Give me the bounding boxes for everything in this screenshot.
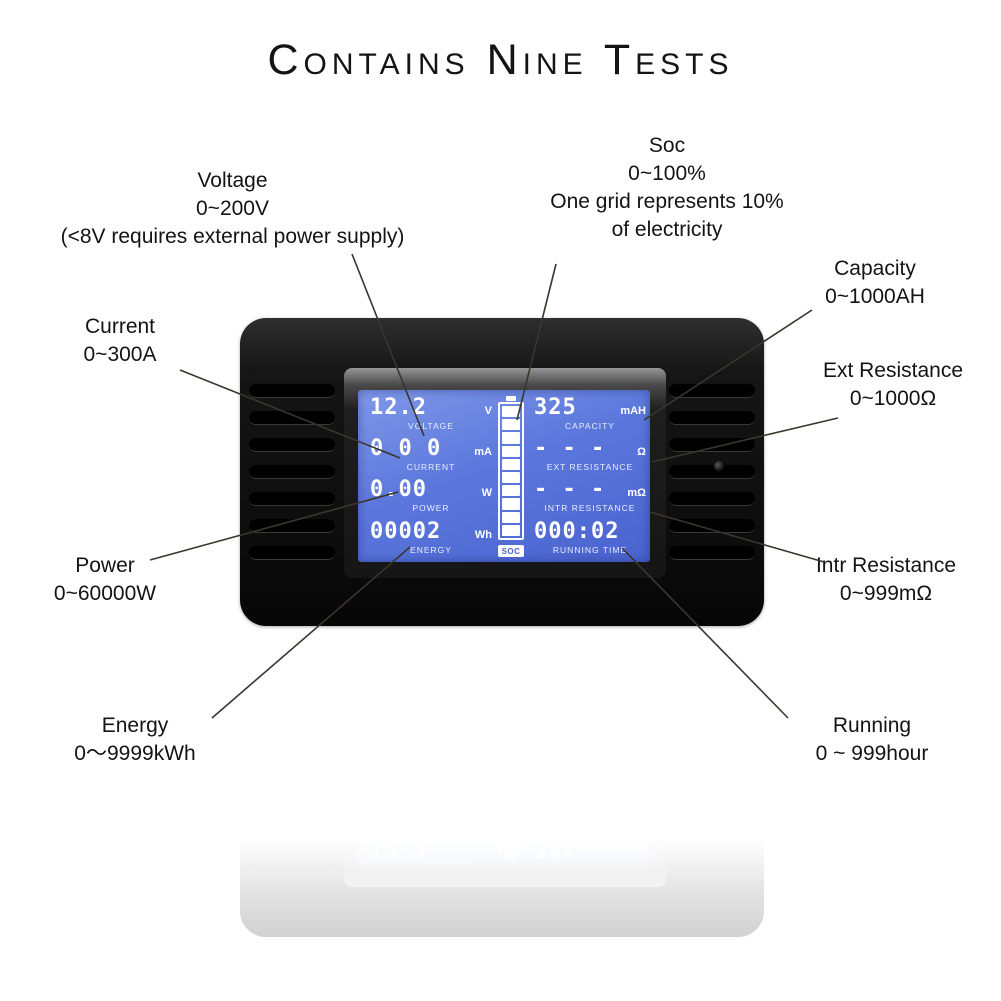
callout-intr-resistance-range: 0~999mΩ — [839, 581, 933, 605]
lcd-voltage-row: 12.2 V VOLTAGE — [370, 395, 492, 431]
lcd-current-value: 0 0 0 — [370, 436, 442, 461]
lcd-power-row: 0.00 W POWER — [370, 477, 492, 513]
callout-energy-name: Energy — [101, 714, 169, 737]
lcd-current-label: CURRENT — [406, 462, 456, 472]
vent-slat — [669, 546, 755, 560]
lcd-capacity-value: 325 — [534, 395, 577, 420]
callout-voltage-range: 0~200V — [196, 196, 269, 220]
battery-monitor-device: 12.2 V VOLTAGE 0 0 0 mA CURRENT 0.00 W — [240, 318, 764, 626]
callout-current-name: Current — [84, 315, 156, 338]
callout-capacity-name: Capacity — [834, 257, 916, 280]
lcd-voltage-unit: V — [484, 405, 492, 417]
lcd-ext-resistance-value: - - - — [534, 436, 606, 461]
callout-ext-resistance: Ext Resistance 0~1000Ω — [786, 357, 1000, 413]
lcd-capacity-label: CAPACITY — [565, 421, 615, 431]
vent-slat — [669, 465, 755, 479]
battery-segment — [502, 406, 520, 418]
lcd-voltage-label: VOLTAGE — [408, 421, 454, 431]
lcd-running-time-label: RUNNING TIME — [552, 545, 628, 555]
lcd-power-unit: W — [481, 487, 492, 499]
right-vent-grille — [669, 384, 755, 560]
callout-power: Power 0~60000W — [20, 552, 190, 608]
callout-capacity-range: 0~1000AH — [825, 284, 925, 308]
callout-soc-name: Soc — [648, 134, 686, 157]
lcd-capacity-row: 325 mAH CAPACITY — [534, 395, 646, 431]
callout-voltage-note: (<8V requires external power supply) — [60, 224, 405, 248]
battery-segment — [502, 511, 520, 523]
battery-segment — [502, 458, 520, 471]
callout-voltage-name: Voltage — [197, 169, 268, 192]
soc-battery-icon — [498, 396, 524, 540]
vent-slat — [249, 438, 335, 452]
vent-slat — [669, 519, 755, 533]
callout-energy-range: 0～9999kWh — [74, 741, 196, 765]
lcd-running-time-row: 000:02 RUNNING TIME — [534, 519, 646, 555]
battery-segment — [502, 485, 520, 497]
lcd-intr-resistance-label: INTR RESISTANCE — [544, 503, 636, 513]
callout-running-range: 0 ~ 999hour — [815, 741, 929, 765]
vent-slat — [669, 411, 755, 425]
vent-slat — [249, 411, 335, 425]
battery-segment — [502, 498, 520, 510]
callout-power-range: 0~60000W — [53, 581, 157, 605]
callout-voltage: Voltage 0~200V (<8V requires external po… — [10, 167, 455, 251]
battery-segment — [502, 445, 520, 457]
lcd-ext-resistance-label: EXT RESISTANCE — [546, 462, 634, 472]
callout-capacity: Capacity 0~1000AH — [776, 255, 974, 311]
vent-slat — [249, 546, 335, 560]
lcd-power-label: POWER — [412, 503, 450, 513]
screen-bezel: 12.2 V VOLTAGE 0 0 0 mA CURRENT 0.00 W — [344, 368, 666, 578]
callout-soc: Soc 0~100% One grid represents 10% of el… — [493, 132, 841, 244]
vent-slat — [249, 465, 335, 479]
callout-soc-range: 0~100% — [628, 161, 706, 185]
lcd-energy-unit: Wh — [474, 529, 492, 541]
callout-current-range: 0~300A — [83, 342, 157, 366]
lcd-ext-resistance-unit: Ω — [637, 446, 646, 458]
battery-segment — [502, 524, 520, 537]
page-title: Contains Nine Tests — [267, 36, 734, 84]
vent-slat — [669, 438, 755, 452]
battery-segment — [502, 419, 520, 431]
lcd-power-value: 0.00 — [370, 477, 427, 502]
callout-intr-resistance-name: Intr Resistance — [815, 554, 957, 577]
callout-ext-resistance-range: 0~1000Ω — [849, 386, 937, 410]
lcd-current-row: 0 0 0 mA CURRENT — [370, 436, 492, 472]
battery-segment — [502, 472, 520, 484]
callout-energy: Energy 0～9999kWh — [30, 712, 240, 768]
lcd-voltage-value: 12.2 — [370, 395, 427, 420]
lcd-intr-resistance-row: - - - mΩ INTR RESISTANCE — [534, 477, 646, 513]
lcd-running-time-value: 000:02 — [534, 519, 620, 544]
callout-intr-resistance: Intr Resistance 0~999mΩ — [774, 552, 998, 608]
left-vent-grille — [249, 384, 335, 560]
soc-label: SOC — [498, 545, 524, 557]
vent-slat — [249, 519, 335, 533]
lcd-ext-resistance-row: - - - Ω EXT RESISTANCE — [534, 436, 646, 472]
callout-ext-resistance-name: Ext Resistance — [822, 359, 964, 382]
lcd-energy-label: ENERGY — [410, 545, 452, 555]
callout-current: Current 0~300A — [36, 313, 204, 369]
lcd-intr-resistance-unit: mΩ — [627, 487, 646, 499]
callout-running-name: Running — [832, 714, 912, 737]
lcd-energy-value: 00002 — [370, 519, 442, 544]
vent-slat — [669, 384, 755, 398]
side-button — [714, 461, 725, 472]
callout-soc-note1: One grid represents 10% — [550, 189, 784, 213]
lcd-current-unit: mA — [474, 446, 492, 458]
vent-slat — [249, 492, 335, 506]
callout-soc-note2: of electricity — [611, 217, 723, 241]
vent-slat — [249, 384, 335, 398]
lcd-capacity-unit: mAH — [620, 405, 646, 417]
callout-power-name: Power — [75, 554, 135, 577]
battery-segment — [502, 432, 520, 444]
lcd-screen: 12.2 V VOLTAGE 0 0 0 mA CURRENT 0.00 W — [358, 390, 650, 562]
lcd-energy-row: 00002 Wh ENERGY — [370, 519, 492, 555]
vent-slat — [669, 492, 755, 506]
lcd-intr-resistance-value: - - - — [534, 477, 606, 502]
callout-running: Running 0 ~ 999hour — [766, 712, 978, 768]
